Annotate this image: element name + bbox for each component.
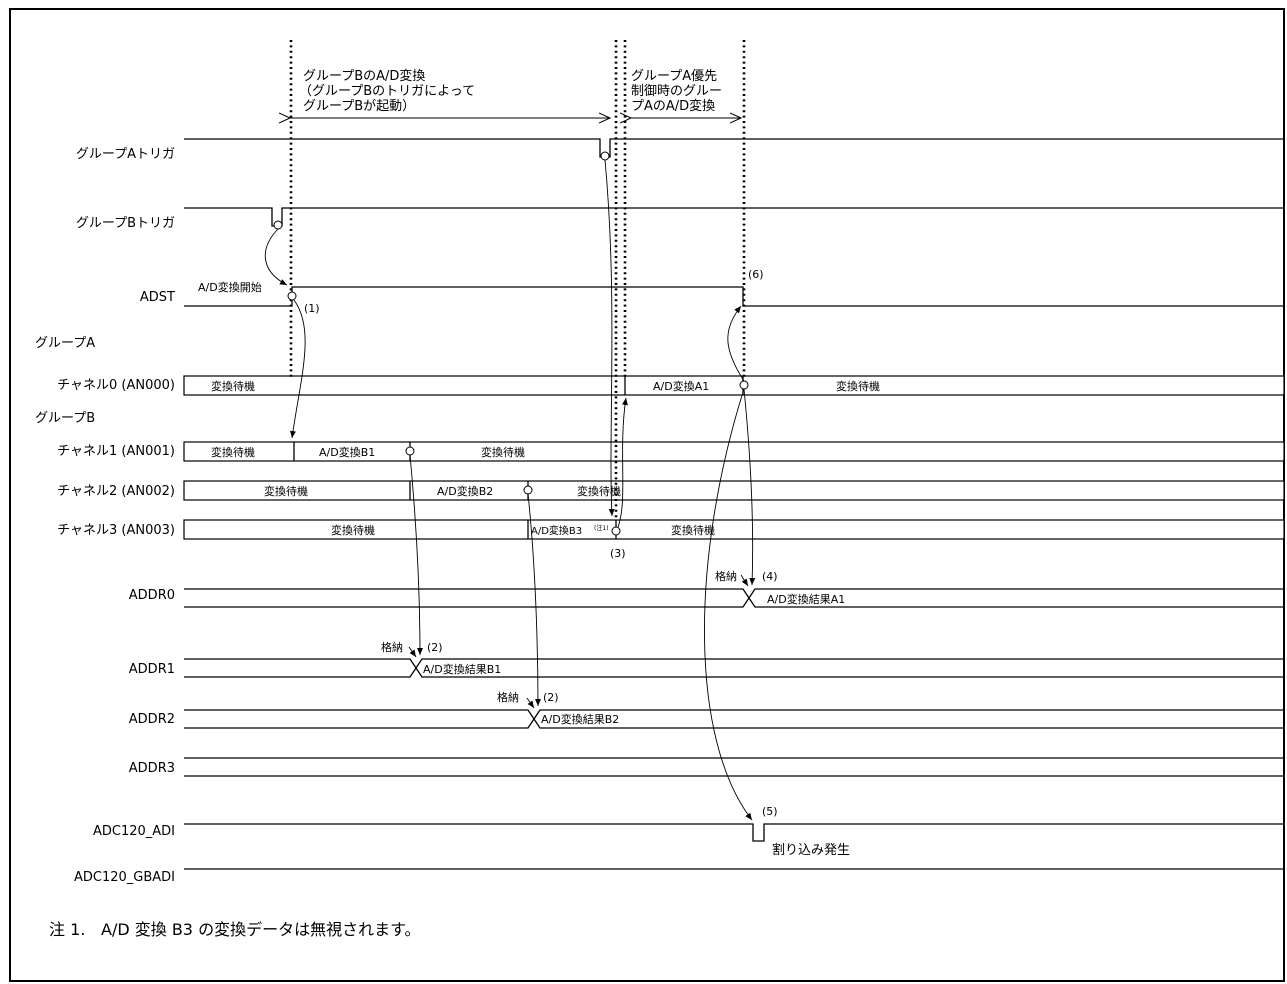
label-addr3: ADDR3 bbox=[129, 761, 175, 776]
step-3: (3) bbox=[610, 547, 626, 560]
channel-1-wait: 変換待機 bbox=[481, 445, 525, 459]
channel-2-conv-b2: A/D変換B2 bbox=[437, 484, 493, 498]
channel-2-wait: 変換待機 bbox=[264, 484, 308, 498]
arrow-trigger-b-to-adst bbox=[264, 228, 288, 286]
footnote: 注 1. A/D 変換 B3 の変換データは無視されます。 bbox=[49, 920, 420, 939]
label-channel-3: チャネル3 (AN003) bbox=[57, 523, 175, 538]
store-label-b1: 格納 bbox=[381, 640, 403, 654]
channel-3-track bbox=[183, 519, 1285, 540]
addr2-result-b2: A/D変換結果B2 bbox=[541, 712, 619, 726]
groupB-range-line-2: （グループBのトリガによって bbox=[299, 84, 475, 99]
waveform-addr1 bbox=[184, 658, 1285, 678]
channel-2-wait: 変換待機 bbox=[577, 484, 621, 498]
channel-3-conv-b3: A/D変換B3 bbox=[531, 524, 582, 537]
label-group-b: グループB bbox=[35, 411, 95, 426]
footnote-text: A/D 変換 B3 の変換データは無視されます。 bbox=[101, 920, 420, 939]
waveform-group-b-trigger bbox=[184, 207, 1285, 227]
annotations: A/D変換開始 (1) (6) (3) 格納 (4) 格納 (2) 格納 (2)… bbox=[198, 268, 850, 858]
step-1: (1) bbox=[304, 302, 320, 315]
event-circle bbox=[523, 485, 533, 495]
store-label-b2: 格納 bbox=[497, 690, 519, 704]
waveform-addr2 bbox=[184, 709, 1285, 729]
arrow-a1-to-adst bbox=[727, 305, 745, 382]
arrow-b1-to-addr1 bbox=[409, 454, 423, 656]
arrow-store-a1 bbox=[740, 574, 749, 587]
arrow-a1-to-interrupt bbox=[704, 388, 753, 821]
channel-1-conv-b1: A/D変換B1 bbox=[319, 445, 375, 459]
channel-2-track bbox=[183, 480, 1285, 501]
waveform-addr0 bbox=[184, 588, 1285, 608]
waveform-group-a-trigger bbox=[184, 138, 1285, 158]
addr1-result-b1: A/D変換結果B1 bbox=[423, 662, 501, 676]
label-addr2: ADDR2 bbox=[129, 712, 175, 727]
label-channel-1: チャネル1 (AN001) bbox=[57, 444, 175, 459]
adst-start-label: A/D変換開始 bbox=[198, 280, 262, 294]
waveform-addr2 bbox=[184, 709, 1285, 729]
step-5: (5) bbox=[762, 805, 778, 818]
arrow-channel-3-to-channel-0 bbox=[617, 397, 628, 528]
waveform-adst bbox=[184, 286, 1285, 307]
event-circle bbox=[739, 380, 749, 390]
groupB-conversion-annotation: グループBのA/D変換 （グループBのトリガによって グループBが起動） bbox=[290, 68, 610, 118]
label-addr1: ADDR1 bbox=[129, 662, 175, 677]
channel-0-wait: 変換待機 bbox=[836, 379, 880, 393]
groupB-range-line-1: グループBのA/D変換 bbox=[303, 68, 425, 84]
arrow-trigger-a-to-channel-3 bbox=[604, 159, 615, 517]
channel-3-wait: 変換待機 bbox=[671, 523, 715, 537]
arrow-a1-to-addr0 bbox=[743, 388, 756, 586]
waveform-adc120-adi bbox=[184, 823, 1285, 842]
footnote-mark: 注 1. bbox=[49, 920, 85, 939]
label-adst: ADST bbox=[140, 290, 175, 305]
arrow-b2-to-addr2 bbox=[527, 493, 541, 707]
label-addr0: ADDR0 bbox=[129, 588, 175, 603]
channel-3-note-mark: (注1) bbox=[594, 524, 609, 532]
channel-0-wait: 変換待機 bbox=[211, 379, 255, 393]
label-group-b-trigger: グループBトリガ bbox=[76, 216, 175, 231]
causal-arrows bbox=[264, 159, 756, 821]
timing-guides bbox=[289, 40, 746, 520]
event-markers bbox=[273, 151, 749, 536]
store-label-a1: 格納 bbox=[715, 569, 737, 583]
channel-3-wait: 変換待機 bbox=[331, 523, 375, 537]
step-4: (4) bbox=[762, 570, 778, 583]
waveform-addr0 bbox=[184, 588, 1285, 608]
step-2: (2) bbox=[543, 691, 559, 704]
label-adc120-adi: ADC120_ADI bbox=[93, 824, 175, 839]
label-group-a: グループA bbox=[35, 336, 95, 351]
arrow-store-b1 bbox=[408, 646, 417, 658]
waveform-addr1 bbox=[184, 658, 1285, 678]
label-channel-0: チャネル0 (AN000) bbox=[57, 378, 175, 393]
waveforms: 変換待機 A/D変換A1 変換待機 変換待機 A/D変換B1 変換待機 変換待機… bbox=[183, 138, 1285, 870]
groupA-range-line-3: プAのA/D変換 bbox=[631, 98, 715, 114]
event-circle bbox=[611, 526, 621, 536]
step-6: (6) bbox=[748, 268, 764, 281]
event-circle bbox=[600, 151, 610, 161]
label-channel-2: チャネル2 (AN002) bbox=[57, 484, 175, 499]
channel-0-track bbox=[183, 375, 1285, 396]
addr0-result-a1: A/D変換結果A1 bbox=[767, 592, 845, 606]
arrow-adst-to-channel-1 bbox=[289, 299, 306, 439]
arrow-store-b2 bbox=[526, 697, 535, 709]
groupA-range-line-1: グループA優先 bbox=[631, 69, 717, 84]
channel-0-conv-a1: A/D変換A1 bbox=[653, 379, 709, 393]
signal-labels: グループAトリガ グループBトリガ ADST グループA チャネル0 (AN00… bbox=[35, 147, 175, 885]
interrupt-label: 割り込み発生 bbox=[772, 842, 850, 858]
event-circle bbox=[405, 446, 415, 456]
label-group-a-trigger: グループAトリガ bbox=[76, 147, 175, 162]
groupA-priority-annotation: グループA優先 制御時のグルー プAのA/D変換 bbox=[631, 69, 741, 118]
channel-1-track bbox=[183, 441, 1285, 462]
event-circle bbox=[273, 220, 283, 230]
channel-1-wait: 変換待機 bbox=[211, 445, 255, 459]
label-adc120-gbadi: ADC120_GBADI bbox=[74, 870, 175, 885]
groupB-range-line-3: グループBが起動） bbox=[303, 99, 415, 114]
groupA-range-line-2: 制御時のグルー bbox=[631, 84, 722, 99]
event-circle bbox=[287, 291, 297, 301]
step-2: (2) bbox=[427, 641, 443, 654]
